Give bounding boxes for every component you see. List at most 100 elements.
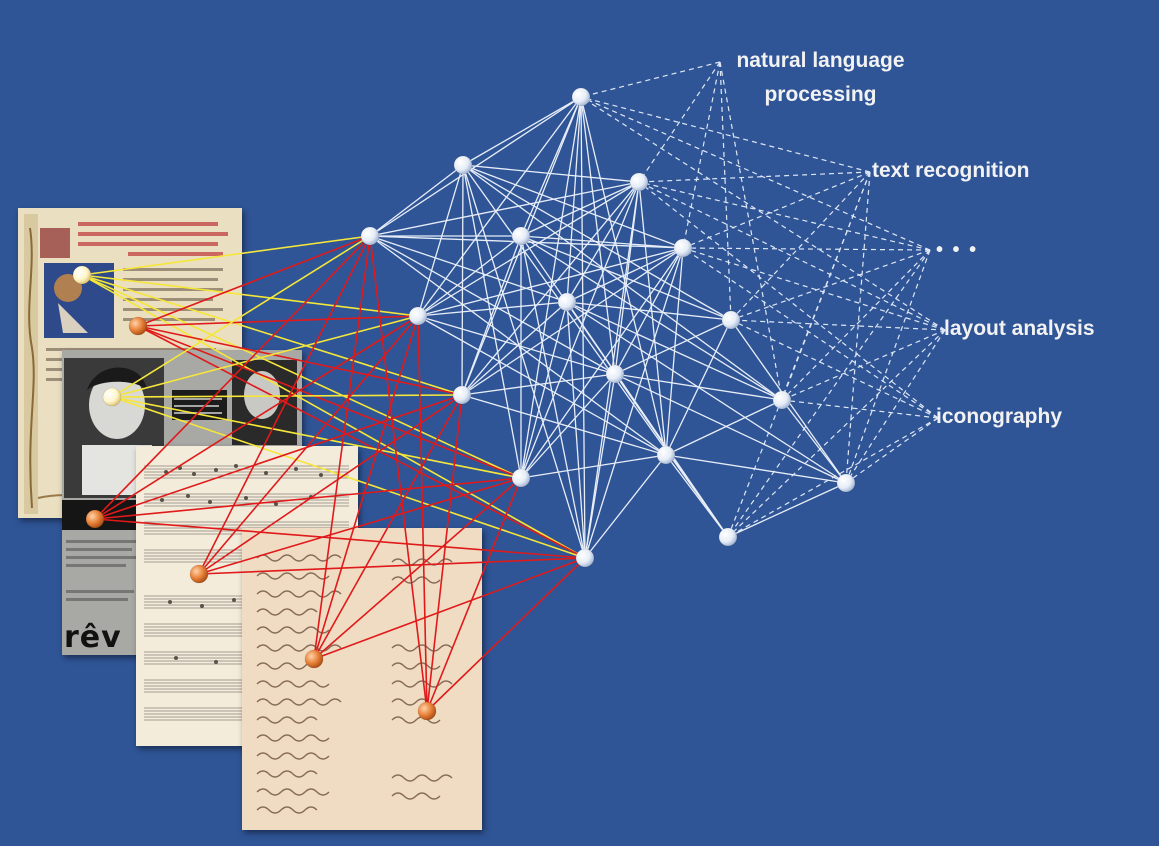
hidden-node <box>360 226 380 246</box>
input-node-orange <box>128 316 148 336</box>
hidden-edge <box>566 181 640 303</box>
hidden-edge <box>781 399 847 484</box>
output-dashed-edge <box>719 61 732 321</box>
output-dashed-edge <box>727 329 946 538</box>
hidden-node <box>557 292 577 312</box>
hidden-edge <box>566 301 847 484</box>
output-dashed-edge <box>727 171 871 538</box>
output-dashed-edges <box>580 61 946 538</box>
yellow-input-edge <box>111 396 586 559</box>
hidden-edge <box>665 454 847 484</box>
hidden-edge <box>369 235 616 375</box>
input-node-orange <box>417 701 437 721</box>
hidden-edge <box>580 96 667 456</box>
red-input-edge <box>313 235 371 660</box>
hidden-edge <box>665 454 729 538</box>
hidden-edge <box>369 164 464 237</box>
red-input-edge <box>94 477 522 520</box>
input-node-orange <box>85 509 105 529</box>
yellow-input-edge <box>111 315 419 398</box>
red-input-edge <box>198 315 419 575</box>
output-dashed-edge <box>638 181 939 419</box>
hidden-edge <box>462 164 586 559</box>
yellow-input-edge <box>81 235 371 276</box>
output-dashed-edge <box>638 181 931 251</box>
hidden-edge <box>369 181 640 237</box>
nlp-label: natural language processing <box>718 44 923 112</box>
hidden-edge <box>461 373 616 396</box>
hidden-node <box>772 390 792 410</box>
hidden-edge <box>520 181 640 237</box>
network-nodes <box>72 87 856 721</box>
hidden-edge <box>520 235 783 401</box>
input-layer-edges <box>81 235 586 712</box>
hidden-edge <box>520 235 684 249</box>
output-dashed-edge <box>845 417 939 484</box>
hidden-edge <box>462 164 729 538</box>
output-dashed-edge <box>682 247 946 331</box>
iconography-label: iconography <box>936 405 1063 428</box>
input-node-light <box>72 265 92 285</box>
hidden-edge <box>417 235 522 317</box>
hidden-edge <box>614 247 684 375</box>
hidden-node <box>629 172 649 192</box>
red-input-edge <box>313 315 419 660</box>
hidden-node <box>673 238 693 258</box>
hidden-edge <box>566 301 586 559</box>
hidden-edge <box>580 96 586 559</box>
hidden-node <box>453 155 473 175</box>
hidden-layer-edges <box>369 96 847 559</box>
hidden-edge <box>417 96 582 317</box>
hidden-edge <box>665 399 783 456</box>
hidden-edge <box>369 235 568 303</box>
red-input-edge <box>417 315 428 712</box>
output-dashed-edge <box>781 249 931 401</box>
hidden-edge <box>417 315 667 456</box>
red-input-edge <box>94 235 371 520</box>
output-dashed-edge <box>730 249 931 321</box>
output-dashed-edge <box>682 61 721 249</box>
hidden-edge <box>462 164 732 321</box>
hidden-edge <box>369 96 582 237</box>
hidden-node <box>452 385 472 405</box>
hidden-edge <box>417 181 640 317</box>
hidden-edge <box>417 247 684 317</box>
red-input-edge <box>313 394 463 660</box>
hidden-node <box>605 364 625 384</box>
nlp-label-line1: natural language <box>736 49 905 72</box>
hidden-edge <box>461 394 667 456</box>
output-dashed-edge <box>730 171 871 321</box>
output-dashed-edge <box>638 61 721 183</box>
yellow-input-edge <box>81 274 522 479</box>
hidden-edge <box>727 482 847 538</box>
hidden-node <box>718 527 738 547</box>
output-dashed-edge <box>727 249 931 538</box>
hidden-edge <box>614 373 847 484</box>
hidden-edge <box>417 164 464 317</box>
hidden-edge <box>580 96 616 375</box>
output-dashed-edge <box>845 171 871 484</box>
red-input-edge <box>94 315 419 520</box>
hidden-node <box>571 87 591 107</box>
hidden-edge <box>461 164 464 396</box>
red-input-edge <box>137 325 522 479</box>
hidden-edge <box>520 181 640 479</box>
ellipsis-label: • • • <box>936 239 979 261</box>
output-dashed-edge <box>682 247 939 419</box>
hidden-edge <box>638 181 667 456</box>
yellow-input-edge <box>111 235 371 398</box>
red-input-edge <box>198 477 522 575</box>
hidden-edge <box>665 247 684 456</box>
red-input-edge <box>137 235 371 327</box>
output-dashed-edge <box>638 181 946 331</box>
hidden-node <box>575 548 595 568</box>
output-dashed-edge <box>719 61 783 401</box>
yellow-input-edge <box>81 274 463 396</box>
input-node-orange <box>189 564 209 584</box>
hidden-edge <box>461 301 568 396</box>
hidden-edge <box>584 247 684 559</box>
yellow-input-edge <box>111 394 463 398</box>
hidden-edge <box>462 164 783 401</box>
yellow-input-edge <box>81 274 419 317</box>
hidden-node <box>511 226 531 246</box>
